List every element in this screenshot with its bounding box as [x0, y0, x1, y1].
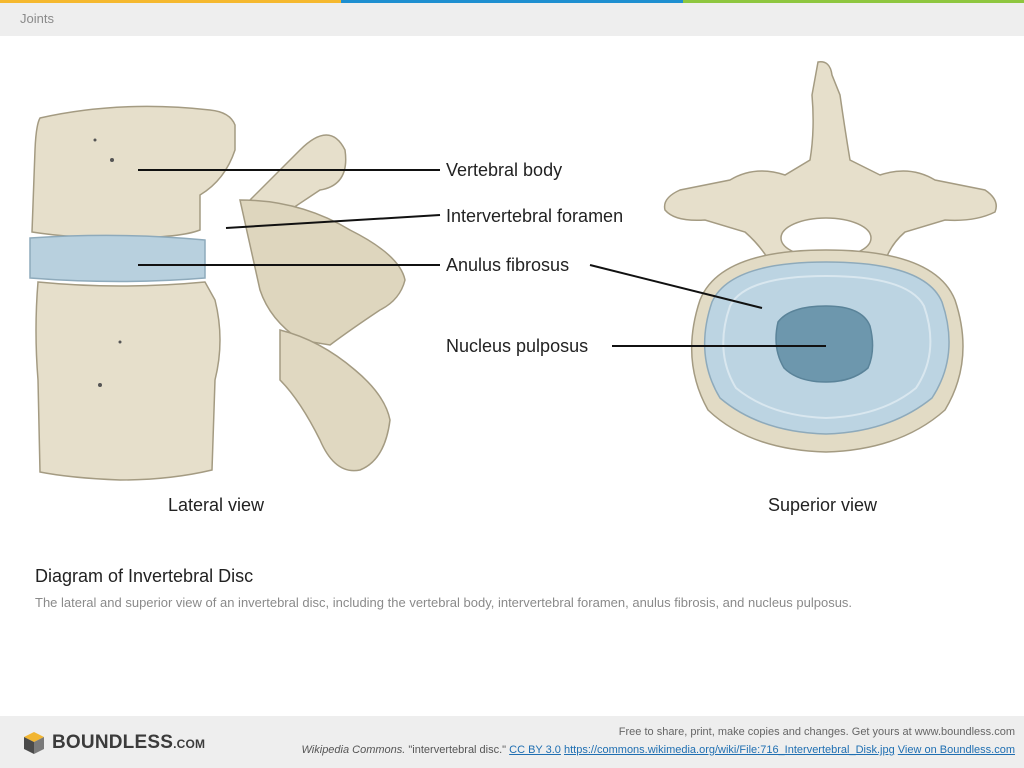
label-anulus-fibrosus: Anulus fibrosus	[446, 255, 569, 275]
superior-vertebra-group	[663, 61, 997, 453]
boundless-logo[interactable]: BOUNDLESS.COM	[22, 730, 205, 756]
leader-lines	[138, 169, 826, 347]
attribution-line: Wikipedia Commons. "intervertebral disc.…	[302, 744, 1015, 756]
lateral-upper-body	[31, 105, 236, 239]
caption-title: Diagram of Invertebral Disc	[35, 566, 254, 586]
superior-anulus-ring	[722, 274, 932, 420]
superior-posterior-arch	[663, 61, 997, 263]
lateral-bone-mark	[98, 383, 102, 387]
footer: BOUNDLESS.COM Free to share, print, make…	[0, 716, 1024, 768]
lateral-bone-mark	[110, 158, 114, 162]
top-bar-blue	[341, 0, 683, 3]
header: Joints	[0, 3, 1024, 36]
logo-main: BOUNDLESS	[52, 732, 174, 753]
boundless-cube-icon	[24, 732, 44, 754]
superior-nucleus-pulposus	[775, 305, 874, 383]
top-bar-green	[682, 0, 1024, 3]
label-vertebral-body: Vertebral body	[446, 160, 562, 180]
lateral-vertebra-group	[29, 105, 406, 481]
lateral-upper-process	[248, 134, 347, 211]
label-intervertebral-foramen: Intervertebral foramen	[446, 206, 623, 226]
attribution-source: Wikipedia Commons.	[301, 744, 406, 756]
lateral-disc	[29, 234, 206, 283]
label-lateral-view: Lateral view	[168, 495, 265, 515]
leader-intervertebral-foramen	[225, 214, 441, 229]
intervertebral-disc-diagram: Vertebral body Intervertebral foramen An…	[29, 61, 997, 515]
free-share-notice: Free to share, print, make copies and ch…	[618, 726, 1015, 738]
section-title: Joints	[20, 11, 54, 26]
top-color-bar	[0, 0, 1024, 3]
lateral-bone-mark	[93, 138, 97, 142]
lateral-lower-body	[35, 281, 221, 481]
lateral-lower-process	[279, 329, 391, 472]
attribution-quote: "intervertebral disc."	[405, 744, 510, 756]
top-bar-orange	[0, 0, 342, 3]
source-url-link[interactable]: https://commons.wikimedia.org/wiki/File:…	[563, 744, 895, 756]
leader-anulus-fibrosus-superior	[589, 264, 763, 309]
label-superior-view: Superior view	[768, 495, 878, 515]
view-on-boundless-link[interactable]: View on Boundless.com	[897, 744, 1015, 756]
lateral-bone-mark	[118, 340, 122, 344]
license-link[interactable]: CC BY 3.0	[509, 744, 561, 756]
caption-text: The lateral and superior view of an inve…	[35, 595, 853, 610]
logo-wordmark: BOUNDLESS.COM	[52, 732, 205, 754]
label-nucleus-pulposus: Nucleus pulposus	[446, 336, 588, 356]
logo-suffix: .COM	[173, 737, 206, 751]
